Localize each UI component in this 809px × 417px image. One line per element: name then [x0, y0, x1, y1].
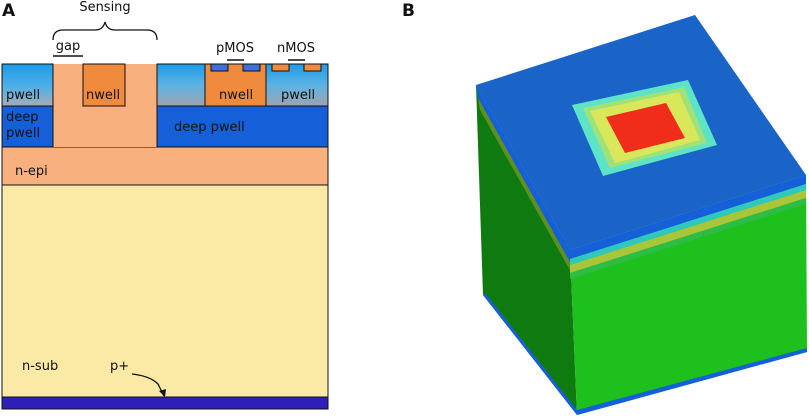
cube-right-layer-green — [570, 198, 806, 279]
panel-b-letter: B — [402, 1, 415, 21]
deep-pwell-right — [156, 105, 329, 148]
deep-pwell-right-label: deep pwell — [174, 120, 245, 135]
n-sub-region — [1, 184, 329, 398]
cube-right-layer-cyan — [570, 184, 806, 265]
panel-a-letter: A — [2, 1, 16, 21]
nwell-center — [82, 63, 126, 107]
cube-left-face — [476, 85, 577, 415]
nmos-contact-left — [271, 63, 290, 72]
sensing-label: Sensing — [79, 0, 130, 15]
deep-pwell-left-label-2: pwell — [6, 126, 40, 141]
nwell-center-label: nwell — [86, 88, 120, 103]
n-sub-label: n-sub — [22, 359, 58, 374]
cube-right-layer-blue — [570, 175, 806, 259]
cube-right-bottom-edge — [577, 348, 807, 415]
cube-left-top-layer — [476, 85, 570, 262]
pmos-contact-right — [242, 63, 261, 72]
cube-left-bottom-edge — [483, 293, 577, 415]
pwell-right-label: pwell — [281, 88, 315, 103]
sensing-brace — [52, 21, 158, 41]
p-plus-label: p+ — [110, 359, 129, 374]
p-plus-layer — [1, 396, 329, 410]
pwell-right-top — [156, 63, 206, 107]
pwell-left-label: pwell — [6, 88, 40, 103]
pwell-left — [1, 63, 54, 107]
n-epi-region — [1, 146, 329, 186]
nmos-label: nMOS — [277, 41, 315, 56]
deep-pwell-left-label-1: deep — [6, 110, 39, 125]
region-outline — [2, 63, 328, 147]
cube-left-mid-layer — [478, 98, 571, 272]
nmos-contact-right — [303, 63, 322, 72]
square-red — [606, 103, 685, 153]
gap-label: gap — [56, 39, 80, 54]
p-plus-arrow — [131, 373, 165, 397]
pmos-label: pMOS — [216, 41, 254, 56]
nwell-right-label: nwell — [219, 88, 253, 103]
n-epi-label: n-epi — [15, 164, 48, 179]
pmos-contact-left — [210, 63, 229, 72]
p-plus-arrowhead — [159, 389, 166, 397]
cube-right-layer-yellow — [570, 190, 806, 273]
